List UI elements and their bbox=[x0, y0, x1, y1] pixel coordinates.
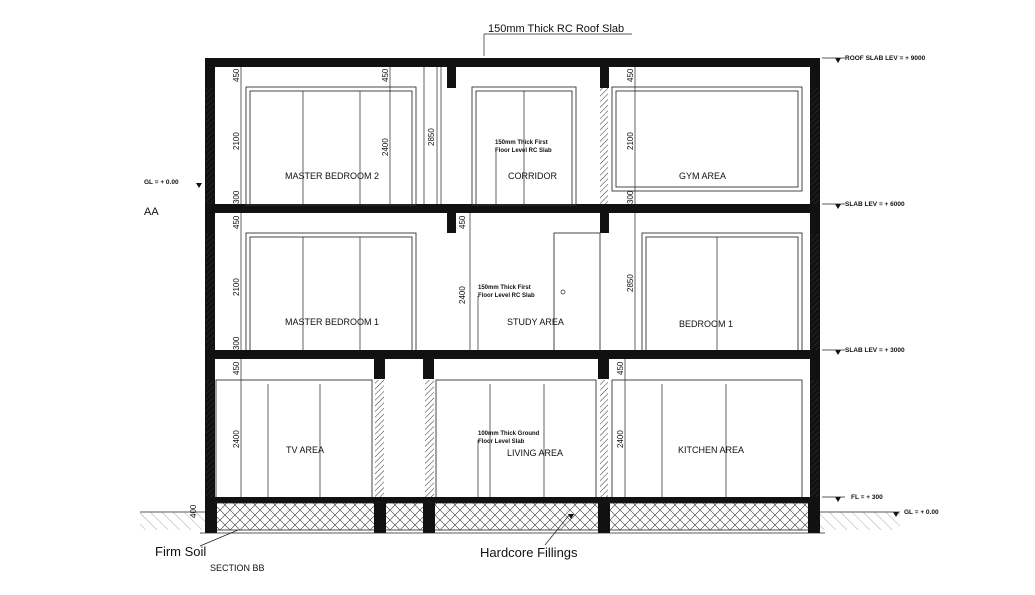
first-slab-note-b-line1: 150mm Thick First bbox=[478, 285, 531, 291]
section-bb-label: SECTION BB bbox=[210, 563, 265, 573]
ground-slab-note-line1: 100mm Thick Ground bbox=[478, 431, 540, 437]
dim-2400: 2400 bbox=[458, 286, 467, 304]
dim-450: 450 bbox=[232, 361, 241, 375]
room-study: STUDY AREA bbox=[507, 317, 564, 327]
ground-bearing-slab bbox=[205, 497, 820, 503]
wall-hatch bbox=[206, 234, 214, 351]
roof-slab bbox=[205, 58, 820, 67]
soil-right bbox=[820, 512, 900, 530]
footing bbox=[808, 503, 820, 533]
beam bbox=[598, 359, 609, 379]
firm-soil-label: Firm Soil bbox=[155, 544, 206, 559]
level-ground: SLAB LEV = + 3000 bbox=[845, 347, 905, 354]
window bbox=[245, 86, 417, 206]
roof-slab-note: 150mm Thick RC Roof Slab bbox=[488, 23, 624, 35]
footing bbox=[423, 503, 435, 533]
level-first: SLAB LEV = + 6000 bbox=[845, 201, 905, 208]
window bbox=[611, 379, 803, 499]
beam bbox=[810, 213, 820, 233]
beam bbox=[423, 359, 434, 379]
wall-hatch bbox=[375, 380, 384, 497]
dim-450: 450 bbox=[232, 215, 241, 229]
hardcore-fill bbox=[214, 502, 811, 531]
room-corridor: CORRIDOR bbox=[508, 171, 557, 181]
dim-450: 450 bbox=[626, 68, 635, 82]
footing bbox=[598, 503, 610, 533]
window bbox=[611, 86, 803, 192]
beam bbox=[205, 213, 215, 233]
level-gl-left: GL = + 0.00 bbox=[144, 179, 179, 186]
dim-2850: 2850 bbox=[427, 128, 436, 146]
beam bbox=[447, 58, 456, 88]
room-kitchen: KITCHEN AREA bbox=[678, 445, 744, 455]
dim-300: 300 bbox=[626, 190, 635, 204]
first-slab-note-line2: Floor Level RC Slab bbox=[495, 148, 552, 154]
dim-2100: 2100 bbox=[232, 278, 241, 296]
dim-2400: 2400 bbox=[616, 430, 625, 448]
beam bbox=[600, 58, 609, 88]
room-tv: TV AREA bbox=[286, 445, 324, 455]
dim-2400: 2400 bbox=[381, 138, 390, 156]
wall-hatch bbox=[811, 234, 819, 351]
wall-hatch bbox=[600, 380, 608, 497]
wall-hatch bbox=[600, 88, 608, 205]
level-gl-right: GL = + 0.00 bbox=[904, 509, 939, 516]
level-roof: ROOF SLAB LEV = + 9000 bbox=[845, 55, 926, 62]
ground-slab-note-line2: Floor Level Slab bbox=[478, 439, 525, 445]
dim-300: 300 bbox=[232, 190, 241, 204]
beam bbox=[600, 213, 609, 233]
dim-2400: 2400 bbox=[232, 430, 241, 448]
wall-hatch bbox=[811, 88, 819, 205]
room-living: LIVING AREA bbox=[507, 448, 563, 458]
dim-450: 450 bbox=[458, 215, 467, 229]
beam bbox=[810, 359, 820, 379]
soil-left bbox=[140, 512, 205, 530]
dim-2100: 2100 bbox=[232, 132, 241, 150]
first-floor-slab bbox=[205, 204, 820, 213]
dim-400: 400 bbox=[189, 504, 198, 518]
room-master-bedroom-1: MASTER BEDROOM 1 bbox=[285, 317, 379, 327]
hardcore-label: Hardcore Fillings bbox=[480, 545, 578, 560]
room-master-bedroom-2: MASTER BEDROOM 2 bbox=[285, 171, 379, 181]
dim-450: 450 bbox=[616, 361, 625, 375]
dim-450: 450 bbox=[381, 68, 390, 82]
wall-hatch bbox=[206, 88, 214, 205]
wall-hatch bbox=[206, 380, 214, 497]
room-gym: GYM AREA bbox=[679, 171, 726, 181]
window bbox=[245, 232, 417, 352]
dim-450: 450 bbox=[232, 68, 241, 82]
wall-hatch bbox=[811, 380, 819, 497]
beam bbox=[374, 359, 385, 379]
ground-floor-slab bbox=[205, 350, 820, 359]
footing bbox=[205, 503, 217, 533]
dim-300: 300 bbox=[232, 336, 241, 350]
room-bedroom-1: BEDROOM 1 bbox=[679, 319, 733, 329]
footing bbox=[374, 503, 386, 533]
beam bbox=[447, 213, 456, 233]
dim-2100: 2100 bbox=[626, 132, 635, 150]
beam bbox=[205, 359, 215, 379]
first-slab-note-line1: 150mm Thick First bbox=[495, 140, 548, 146]
first-slab-note-b-line2: Floor Level RC Slab bbox=[478, 293, 535, 299]
wall-hatch bbox=[425, 380, 434, 497]
level-floor: FL = + 300 bbox=[851, 494, 883, 501]
window bbox=[641, 232, 803, 352]
dim-2850: 2850 bbox=[626, 274, 635, 292]
section-aa-label: AA bbox=[144, 206, 159, 218]
